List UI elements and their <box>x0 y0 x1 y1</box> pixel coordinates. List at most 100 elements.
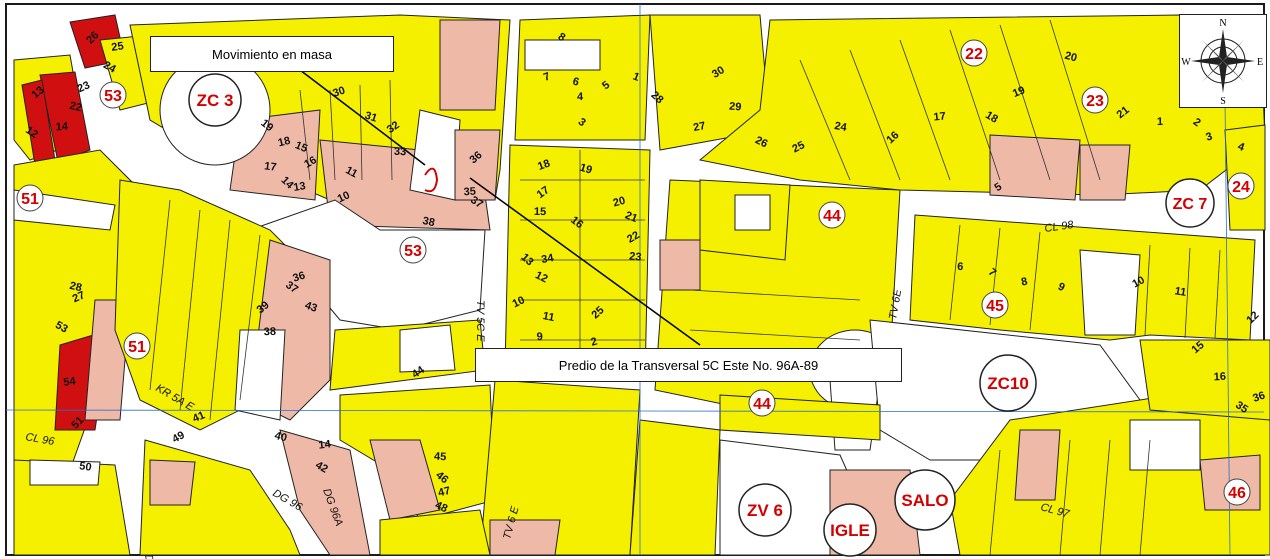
lot-number: 21 <box>623 209 639 225</box>
callout-leaders <box>299 69 701 346</box>
block-circle <box>1081 86 1109 114</box>
lot-number: 6 <box>957 261 964 273</box>
lot-number: 33 <box>394 146 407 158</box>
compass-e: E <box>1257 57 1263 68</box>
zone-label: ZV 6 <box>747 501 783 520</box>
lot-number: 12 <box>533 269 549 285</box>
lot-number: 18 <box>536 157 552 172</box>
lot-number: 40 <box>273 430 288 445</box>
lot-number: 8 <box>556 31 568 44</box>
mass-movement-callout: Movimiento en masa <box>150 36 394 72</box>
lot-number: 39 <box>255 299 272 316</box>
street-label: CL 98 <box>1044 219 1075 235</box>
block-circle <box>981 291 1009 319</box>
lot-number: 18 <box>983 109 1000 126</box>
lot-number: 16 <box>568 214 585 231</box>
lot-number: 38 <box>421 215 435 229</box>
lot-number: 17 <box>933 110 946 123</box>
lot-number: 6 <box>571 76 580 89</box>
zone-label: SALO <box>901 491 948 510</box>
lot-number: 28 <box>68 280 83 294</box>
grid-lines <box>5 4 1265 556</box>
block-marker: 44 <box>818 201 846 229</box>
lot-number: 45 <box>434 451 447 464</box>
block-marker: 46 <box>1223 478 1251 506</box>
lot-number: 24 <box>833 120 848 134</box>
lot-number: 37 <box>283 279 300 296</box>
lot-number: 30 <box>331 84 346 99</box>
movement-arrow-icon <box>424 167 439 193</box>
lot-number: 23 <box>76 79 92 95</box>
lot-number: 25 <box>790 139 806 155</box>
lot-number: 19 <box>258 117 275 134</box>
lot-number: 20 <box>1063 50 1078 65</box>
compass-w: W <box>1181 57 1191 68</box>
block-circle <box>123 332 151 360</box>
lot-number: 9 <box>536 331 543 343</box>
lot-number: 16 <box>1213 371 1226 384</box>
block-label: 53 <box>404 243 422 260</box>
lot-number: 30 <box>710 64 727 81</box>
lot-number: 8 <box>1020 276 1028 289</box>
zone-marker: SALO <box>894 469 956 531</box>
lot-number: 37 <box>468 194 485 211</box>
lot-number: 17 <box>264 160 278 173</box>
lot-number: 11 <box>343 164 359 180</box>
lot-number: 13 <box>293 180 307 194</box>
lot-number: 21 <box>1115 104 1132 121</box>
block-marker: 44 <box>748 389 776 417</box>
zone-marker: ZV 6 <box>738 483 792 537</box>
lot-number: 31 <box>363 110 378 125</box>
lot-number: 17 <box>535 184 552 201</box>
block-label: 44 <box>823 208 841 225</box>
zone-label: ZC 7 <box>1173 196 1208 213</box>
lot-number: 22 <box>625 229 642 246</box>
lot-number: 7 <box>542 71 552 84</box>
lot-number: 35 <box>1233 399 1250 416</box>
zone-marker: ZC10 <box>979 354 1037 412</box>
lot-number: 4 <box>577 91 584 103</box>
block-label: 45 <box>986 298 1004 315</box>
zone-circle <box>979 354 1037 412</box>
property-callout: Predio de la Transversal 5C Este No. 96A… <box>475 348 902 382</box>
block-circle <box>399 236 427 264</box>
lot-number: 26 <box>753 134 769 150</box>
block-label: 44 <box>753 396 771 413</box>
street-label: DG 9 <box>142 553 158 559</box>
zone-circle <box>738 483 792 537</box>
lot-number: 14 <box>318 438 332 452</box>
zone-marker: ZC 7 <box>1165 178 1215 228</box>
block-circle <box>748 389 776 417</box>
lot-number: 27 <box>71 289 87 305</box>
lot-number: 29 <box>729 101 742 114</box>
lot-number: 53 <box>53 319 70 335</box>
block-22-23 <box>698 14 1266 231</box>
zone-label: ZC10 <box>987 374 1029 393</box>
street-label: TV 5C E <box>474 300 486 342</box>
lot-number: 15 <box>293 139 309 155</box>
lot-number: 43 <box>303 299 318 314</box>
lot-number: 19 <box>578 162 593 177</box>
block-circle <box>960 39 988 67</box>
block-marker: 51 <box>123 332 151 360</box>
lot-number: 10 <box>511 294 527 310</box>
zone-label: IGLE <box>830 521 870 540</box>
lot-number: 14 <box>55 121 69 134</box>
compass-rose-icon: N S W E <box>1181 18 1263 107</box>
lot-number: 9 <box>1056 281 1067 294</box>
lot-number: 32 <box>385 119 402 136</box>
block-label: 24 <box>1232 179 1250 196</box>
block-marker: 22 <box>960 39 988 67</box>
lot-number: 12 <box>23 124 40 141</box>
block-marker: 45 <box>981 291 1009 319</box>
lot-number: 20 <box>612 195 627 210</box>
street-label: CL 96 <box>24 431 56 448</box>
lot-number: 50 <box>79 460 93 474</box>
lot-number: 35 <box>463 186 476 199</box>
block-label: 23 <box>1086 93 1104 110</box>
lot-number: 1 <box>1157 116 1163 128</box>
block-south-west <box>13 429 561 556</box>
